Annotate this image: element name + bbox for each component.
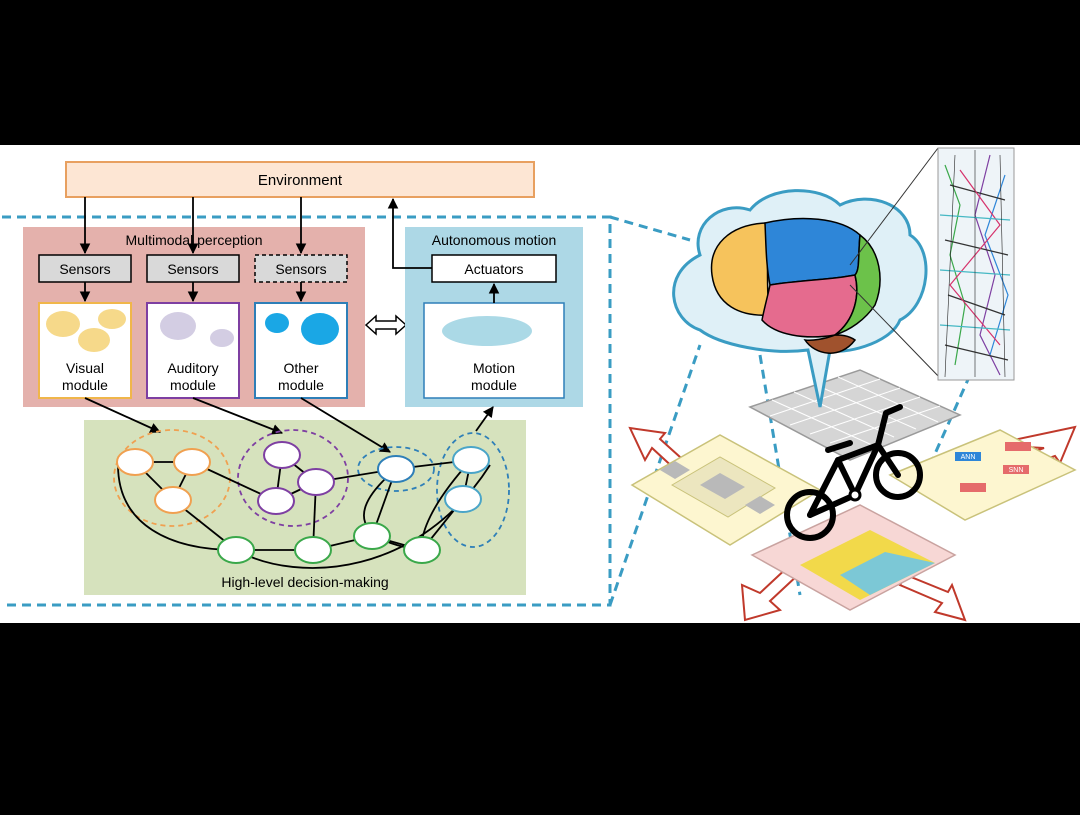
decision-node-2 bbox=[294, 536, 332, 564]
auditory-module-line2: module bbox=[170, 377, 216, 393]
chip-top bbox=[748, 369, 962, 461]
neuron-texture bbox=[939, 150, 1011, 378]
motion-node-1 bbox=[452, 446, 490, 474]
chip-snn-tile bbox=[1003, 465, 1029, 474]
visual-node-2 bbox=[173, 448, 211, 476]
visual-module-line2: module bbox=[62, 377, 108, 393]
visual-node-1 bbox=[116, 448, 154, 476]
chip-ann-tile bbox=[955, 452, 981, 461]
environment-label: Environment bbox=[258, 172, 343, 189]
chip-right: ANN SNN bbox=[888, 429, 1077, 521]
bicycle-icon bbox=[784, 404, 923, 541]
decision-label: High-level decision-making bbox=[221, 574, 388, 590]
sensor-label-2: Sensors bbox=[167, 261, 218, 277]
visual-node-3 bbox=[154, 486, 192, 514]
figure-canvas: Environment Multimodal perception Sensor… bbox=[0, 145, 1080, 623]
motion-blob bbox=[442, 316, 532, 346]
actuators-label: Actuators bbox=[464, 261, 523, 277]
auditory-node-3 bbox=[257, 487, 295, 515]
brain-icon bbox=[710, 217, 881, 354]
motion-module-line2: module bbox=[471, 377, 517, 393]
auditory-cluster bbox=[237, 429, 349, 527]
visual-module-line1: Visual bbox=[66, 360, 104, 376]
decision-node-1 bbox=[217, 536, 255, 564]
other-module-line2: module bbox=[278, 377, 324, 393]
auditory-node-2 bbox=[297, 468, 335, 496]
chip-bottom bbox=[750, 504, 957, 611]
actuators-box bbox=[431, 254, 557, 283]
dashed-region-border bbox=[2, 215, 612, 607]
visual-blob-2 bbox=[98, 309, 126, 329]
environment-box bbox=[65, 161, 535, 198]
other-node bbox=[377, 455, 415, 483]
visual-blob-1 bbox=[46, 311, 80, 337]
decision-node-3 bbox=[353, 522, 391, 550]
motion-node-2 bbox=[444, 485, 482, 513]
chip-snn-label: SNN bbox=[1009, 467, 1024, 474]
other-cluster bbox=[357, 446, 435, 492]
decision-node-4 bbox=[403, 536, 441, 564]
auditory-module-line1: Auditory bbox=[167, 360, 218, 376]
other-blob-2 bbox=[301, 313, 339, 345]
visual-cluster bbox=[113, 429, 231, 527]
perception-title: Multimodal perception bbox=[126, 232, 263, 248]
sensor-box-3 bbox=[254, 254, 348, 283]
motion-cluster bbox=[436, 432, 510, 548]
other-blob-1 bbox=[265, 313, 289, 333]
auditory-blob-1 bbox=[160, 312, 196, 340]
other-module-line1: Other bbox=[283, 360, 318, 376]
diagram-svg: Environment Multimodal perception Sensor… bbox=[2, 147, 1077, 622]
double-arrow-icon bbox=[364, 314, 408, 336]
motion-module-line1: Motion bbox=[473, 360, 515, 376]
visual-blob-3 bbox=[78, 328, 110, 352]
motion-title: Autonomous motion bbox=[432, 232, 557, 248]
sensor-label-3: Sensors bbox=[275, 261, 326, 277]
auditory-node-1 bbox=[263, 441, 301, 469]
chip-ann-label: ANN bbox=[961, 454, 976, 461]
sensor-box-1 bbox=[38, 254, 132, 283]
auditory-blob-2 bbox=[210, 329, 234, 347]
sensor-label-1: Sensors bbox=[59, 261, 110, 277]
